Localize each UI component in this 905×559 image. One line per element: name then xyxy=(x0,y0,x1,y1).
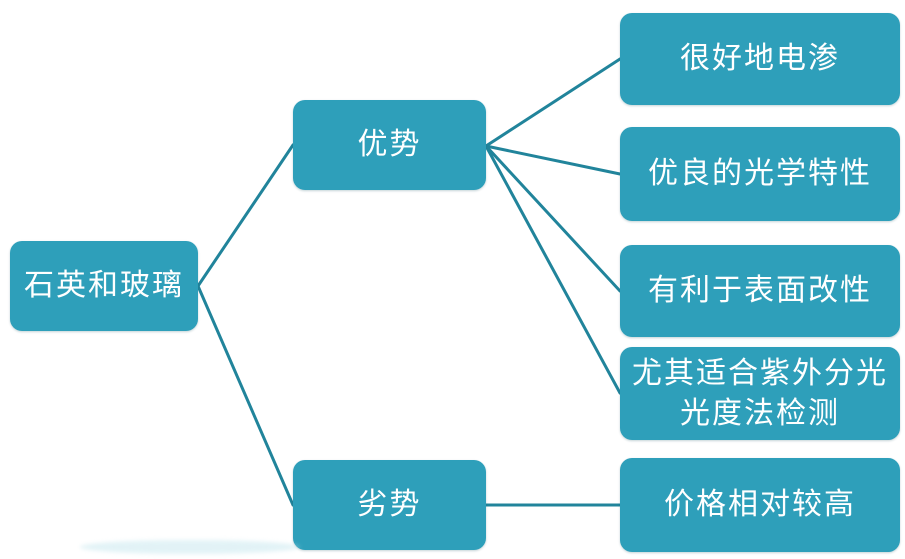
node-branch-advantages-label: 优势 xyxy=(357,128,422,162)
connector-root-advantages xyxy=(196,143,295,288)
node-leaf-surface-modification: 有利于表面改性 xyxy=(620,245,900,337)
connector-adv-child4 xyxy=(484,144,622,395)
node-leaf-uv-spectrophotometry-label: 尤其适合紫外分光光度法检测 xyxy=(632,356,888,430)
connector-adv-child1 xyxy=(484,57,622,148)
node-leaf-surface-modification-label: 有利于表面改性 xyxy=(648,274,872,308)
node-root-quartz-and-glass: 石英和玻璃 xyxy=(10,241,198,331)
node-root-label: 石英和玻璃 xyxy=(24,269,184,303)
node-branch-advantages: 优势 xyxy=(293,100,486,190)
node-leaf-electroosmosis: 很好地电渗 xyxy=(620,13,900,105)
connector-adv-child2 xyxy=(484,144,622,176)
connector-adv-child3 xyxy=(484,144,622,293)
node-leaf-high-price: 价格相对较高 xyxy=(620,458,900,552)
node-leaf-high-price-label: 价格相对较高 xyxy=(664,488,856,522)
node-branch-disadvantages-label: 劣势 xyxy=(357,488,422,522)
node-leaf-electroosmosis-label: 很好地电渗 xyxy=(680,42,840,76)
node-branch-disadvantages: 劣势 xyxy=(293,460,486,550)
node-leaf-optical-properties-label: 优良的光学特性 xyxy=(648,157,872,191)
node-leaf-uv-spectrophotometry: 尤其适合紫外分光光度法检测 xyxy=(620,347,900,440)
node-leaf-optical-properties: 优良的光学特性 xyxy=(620,127,900,221)
ghost-artifact xyxy=(80,540,300,554)
connector-root-disadvantages xyxy=(196,284,295,507)
